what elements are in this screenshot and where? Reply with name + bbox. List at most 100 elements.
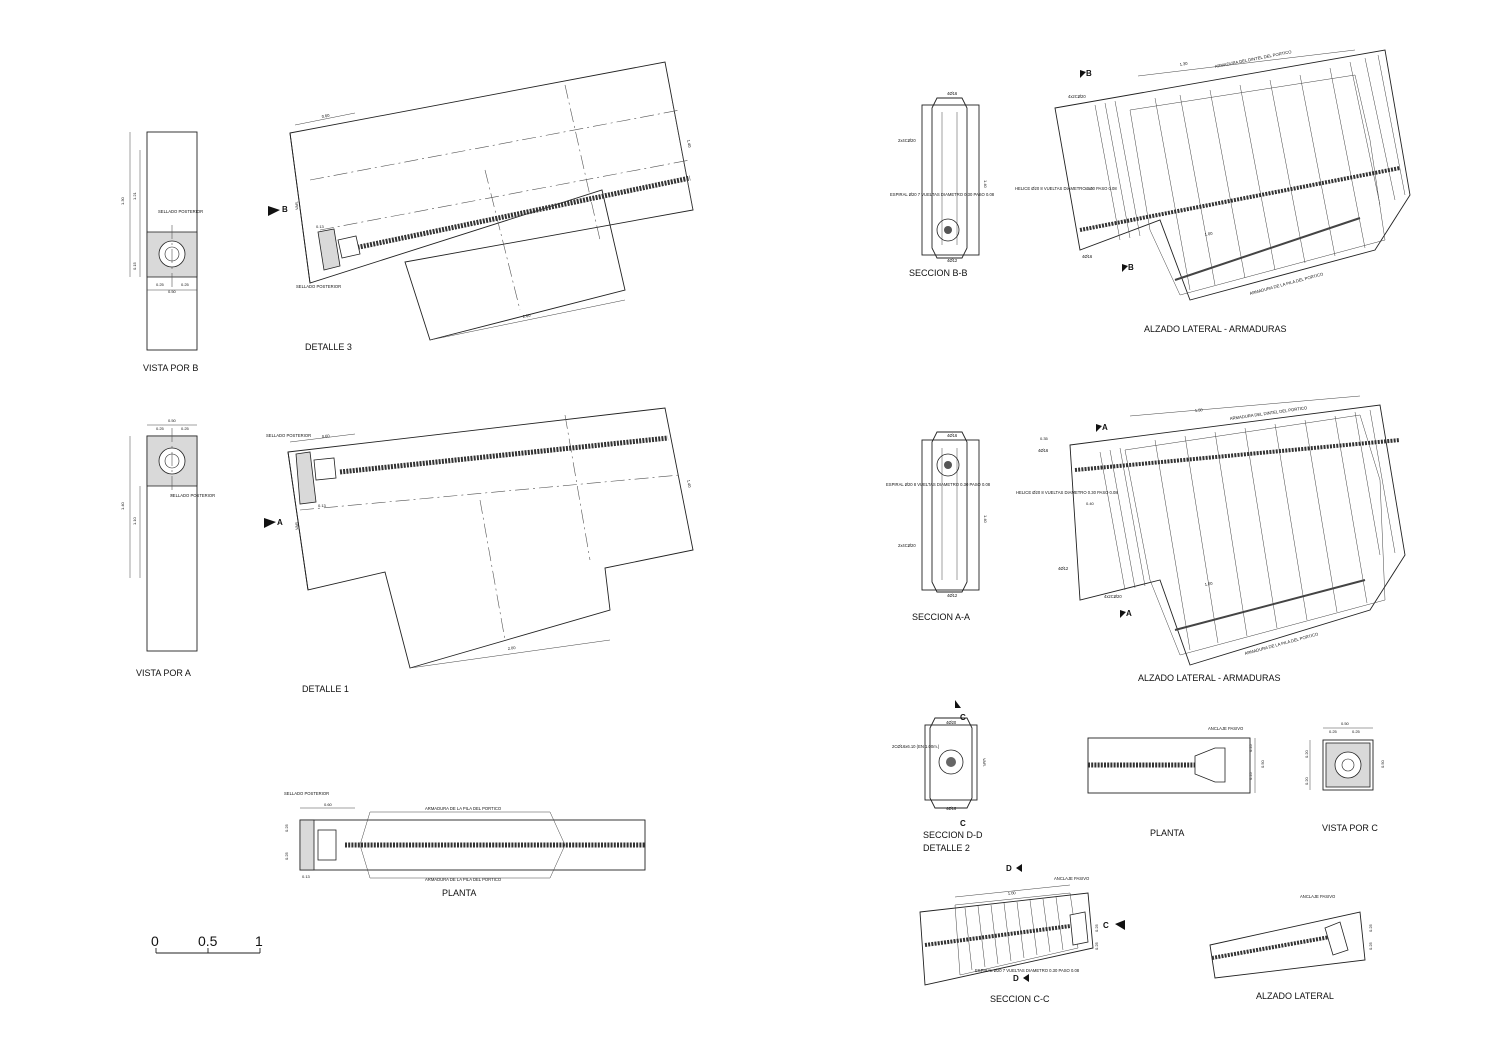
seccion-aa-title: SECCION A-A: [912, 612, 970, 622]
dim-1-30: 1.30: [120, 196, 125, 205]
d3-dim-200: 2.00: [522, 312, 531, 319]
detalle-2-title: DETALLE 2: [923, 843, 970, 853]
alzado-armaduras-top-title: ALZADO LATERAL - ARMADURAS: [1144, 324, 1287, 334]
at-mark-b-top: B: [1086, 69, 1092, 78]
mid-stirrups: [1099, 409, 1396, 651]
d1-dim-var: VAR.: [294, 521, 299, 530]
aa-bar-top: 4Ø16: [947, 433, 958, 438]
d3-dim-var: VAR.: [294, 201, 299, 210]
pr-dim-025-b: 0.25: [1248, 771, 1253, 780]
planta-left: 0.60 0.25 0.25 0.13 SELLADO POSTERIOR AR…: [284, 791, 646, 898]
pl-dim-025-a: 0.25: [284, 823, 289, 832]
bb-bar-bottom: 4Ø12: [947, 258, 958, 263]
pl-sellado-note: SELLADO POSTERIOR: [284, 791, 329, 796]
aa-dim-140: 1.40: [983, 515, 988, 524]
al-dim-025-b: 0.25: [1368, 941, 1373, 950]
vc-dim-020-a: 0.20: [1304, 749, 1309, 758]
am-bar-bottom: 4Ø12: [1058, 566, 1069, 571]
scale-label-05: 0.5: [198, 933, 218, 949]
pr-anclaje: ANCLAJE PASIVO: [1208, 726, 1244, 731]
detalle-1: 0.60 2.00 1.40 VAR. 0.13 SELLADO POSTERI…: [264, 407, 694, 694]
alzado-armaduras-mid: 1.50 1.00 0.35 0.40 ARMADURA DEL DINTEL …: [1016, 395, 1406, 683]
cc-dim-025-a: 0.25: [1094, 923, 1099, 932]
scale-bar: 0 0.5 1: [151, 933, 263, 954]
va-sellado-note: SELLADO POSTERIOR: [170, 493, 215, 498]
sellado-posterior-note: SELLADO POSTERIOR: [158, 209, 203, 214]
scale-label-0: 0: [151, 933, 159, 949]
va-dim-025-b: 0.25: [181, 426, 190, 431]
dd-mark-c-bottom: C: [960, 819, 966, 828]
cc-mark-c: C: [1103, 921, 1109, 930]
dd-bar-top: 4Ø20: [946, 720, 957, 725]
vc-dim-025-b: 0.25: [1352, 729, 1361, 734]
vc-dim-050: 0.50: [1341, 721, 1350, 726]
at-mark-b-bottom: B: [1128, 263, 1134, 272]
alzado-lateral-title: ALZADO LATERAL: [1256, 991, 1334, 1001]
at-armadura-pila: ARMADURA DE LA PILA DEL PORTICO: [1249, 271, 1325, 296]
seccion-b-b: 4Ø16 4Ø12 2x4CØ20 ESPIRAL Ø20 7 VUELTAS …: [890, 91, 995, 278]
top-stirrups: [1094, 54, 1406, 291]
planta-right-title: PLANTA: [1150, 828, 1184, 838]
seccion-cc-title: SECCION C-C: [990, 994, 1050, 1004]
planta-left-title: PLANTA: [442, 888, 476, 898]
cc-dim-100: 1.00: [1008, 890, 1017, 896]
d1-dim-140: 1.40: [686, 479, 692, 488]
vc-dim-020-b: 0.20: [1304, 776, 1309, 785]
dd-bars-note: 2CØ16x6.10 (EN 1.00m.): [892, 744, 940, 749]
dim-1-21: 1.21: [132, 191, 137, 200]
at-cercos: 4x2CØ20: [1068, 94, 1086, 99]
bb-espiral: ESPIRAL Ø20 7 VUELTAS DIAMETRO 0.30 PASO…: [890, 192, 995, 197]
d1-dim-013: 0.13: [318, 503, 327, 508]
aa-bar-bottom: 4Ø12: [947, 593, 958, 598]
am-mark-a-top: A: [1102, 423, 1108, 432]
am-helice: HELICE Ø20 8 VUELTAS DIAMETRO 0.30 PASO …: [1016, 490, 1118, 495]
bb-dim-140: 1.40: [983, 180, 988, 189]
detalle-3-title: DETALLE 3: [305, 342, 352, 352]
d1-mark-a: A: [277, 518, 283, 527]
alzado-armaduras-mid-title: ALZADO LATERAL - ARMADURAS: [1138, 673, 1281, 683]
vista-por-a-title: VISTA POR A: [136, 668, 191, 678]
am-dim-150: 1.50: [1195, 407, 1204, 413]
aa-cercos: 2x4CØ20: [898, 543, 916, 548]
am-mark-a-bottom: A: [1126, 609, 1132, 618]
cc-anclaje: ANCLAJE PASIVO: [1054, 876, 1090, 881]
dd-mark-c-top: C: [960, 713, 966, 722]
cc-espiral: ESPIRAL Ø20 7 VUELTAS DIAMETRO 0.30 PASO…: [975, 968, 1080, 973]
seccion-c-c: 1.00 ANCLAJE PASIVO ESPIRAL Ø20 7 VUELTA…: [919, 864, 1125, 1004]
bb-bar-top: 4Ø16: [947, 91, 958, 96]
dd-bar-bottom: 4Ø16: [946, 806, 957, 811]
at-dim-130: 1.30: [1179, 61, 1188, 67]
va-dim-110: 1.10: [132, 516, 137, 525]
d3-sellado-note: SELLADO POSTERIOR: [296, 284, 341, 289]
pl-dim-060: 0.60: [324, 802, 333, 807]
dim-0-25-a: 0.25: [156, 282, 165, 287]
am-dim-035: 0.35: [1040, 436, 1049, 441]
alzado-armaduras-top: 1.30 1.00 0.40 ARMADURA DEL DINTEL DEL P…: [1015, 49, 1411, 334]
planta-right: 0.25 0.25 0.50 ANCLAJE PASIVO PLANTA: [1087, 726, 1265, 838]
d3-dim-140: 1.40: [686, 139, 693, 148]
seccion-a-a: 4Ø16 4Ø12 2x4CØ20 ESPIRAL Ø20 8 VUELTAS …: [886, 431, 991, 622]
al-anclaje: ANCLAJE PASIVO: [1300, 894, 1336, 899]
pl-armadura-bottom: ARMADURA DE LA PILA DEL PORTICO: [425, 877, 502, 882]
d1-sellado-note: SELLADO POSTERIOR: [266, 433, 311, 438]
pl-dim-013: 0.13: [302, 874, 311, 879]
pl-dim-025-b: 0.25: [284, 851, 289, 860]
at-helice: HELICE Ø20 8 VUELTAS DIAMETRO 0.30 PASO …: [1015, 186, 1117, 191]
vc-dim-050-v: 0.50: [1380, 759, 1385, 768]
pr-dim-025-a: 0.25: [1248, 743, 1253, 752]
seccion-d-d: 4Ø20 4Ø16 2CØ16x6.10 (EN 1.00m.) VAR. C …: [892, 700, 987, 853]
bb-cercos: 2x4CØ20: [898, 138, 916, 143]
vista-por-b: 1.30 1.21 0.15 0.25 0.25 0.50 SELLADO PO…: [120, 131, 203, 373]
d1-dim-060: 0.60: [322, 433, 331, 439]
dim-0-15: 0.15: [132, 261, 137, 270]
d3-mark-b: B: [282, 205, 288, 214]
seccion-dd-title: SECCION D-D: [923, 830, 983, 840]
dd-dim-var: VAR.: [982, 758, 987, 767]
va-dim-140: 1.40: [120, 501, 125, 510]
cc-mark-d-bottom: D: [1013, 974, 1019, 983]
dim-0-50: 0.50: [168, 289, 177, 294]
cc-stirrups: [964, 896, 1064, 971]
va-dim-050: 0.50: [168, 418, 177, 423]
d3-dim-060: 0.60: [321, 112, 330, 119]
vc-dim-025-a: 0.25: [1329, 729, 1338, 734]
